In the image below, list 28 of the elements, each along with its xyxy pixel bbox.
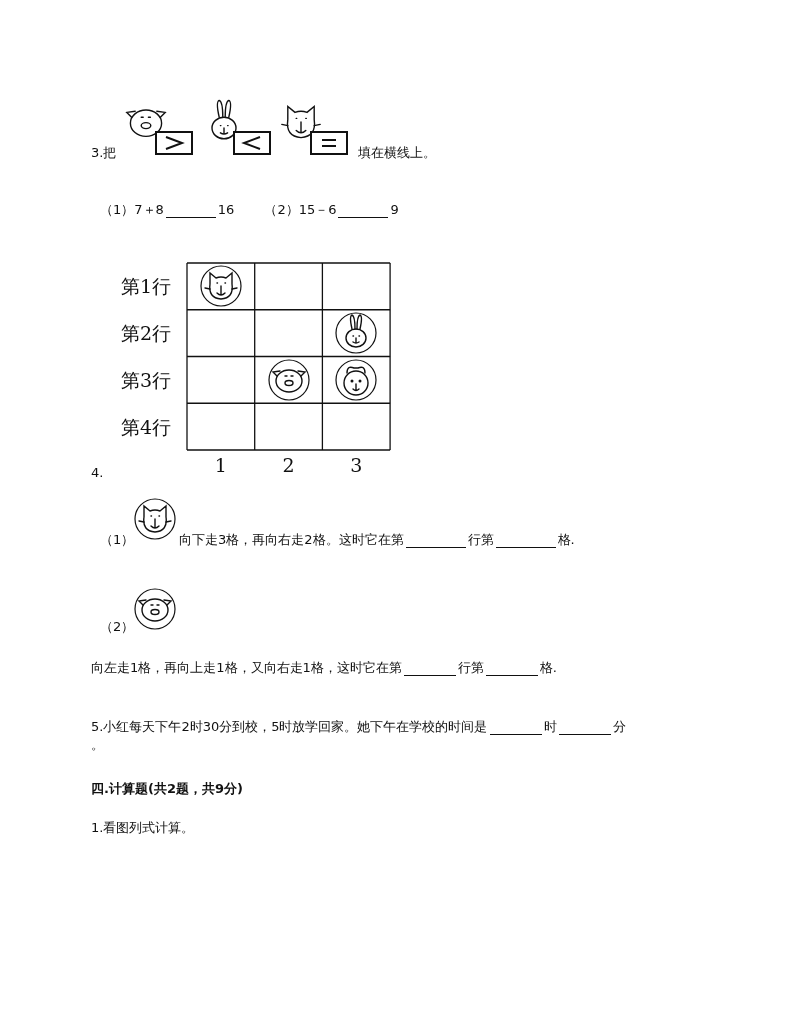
question-text: 9 <box>390 202 399 218</box>
question-text: （1）7＋8 <box>100 202 164 218</box>
question-number: 4. <box>91 465 104 481</box>
question-text: 时 <box>543 719 557 735</box>
question-text: 向下走3格，再向右走2格。这时它在第 <box>179 532 404 548</box>
question-text: 分 <box>612 719 626 735</box>
column-number: 3 <box>350 454 363 476</box>
question-text: （2）15－6 <box>264 202 337 218</box>
question-text: 16 <box>217 202 235 218</box>
question-text: 1.看图列式计算。 <box>91 820 195 836</box>
question-text: 行第 <box>467 532 494 548</box>
question-text: （1） <box>100 532 135 548</box>
question-text: 。 <box>91 737 104 753</box>
question-text: 3.把 <box>91 145 117 161</box>
question-text: 填在横线上。 <box>358 145 436 161</box>
question-text: 5.小红每天下午2时30分到校，5时放学回家。她下午在学校的时间是 <box>91 719 488 735</box>
question-text: 格. <box>539 660 557 676</box>
row-label: 第4行 <box>120 415 172 438</box>
question-text: 行第 <box>457 660 484 676</box>
row-label: 第3行 <box>120 368 172 391</box>
column-number: 1 <box>214 454 227 476</box>
question-text: 向左走1格，再向上走1格，又向右走1格，这时它在第 <box>91 660 402 676</box>
question-text: （2） <box>100 619 135 635</box>
column-number: 2 <box>282 454 295 476</box>
section-heading: 四.计算题(共2题，共9分) <box>91 781 243 797</box>
row-label: 第2行 <box>120 322 172 345</box>
row-label: 第1行 <box>120 275 172 298</box>
question-text: 格. <box>557 532 575 548</box>
